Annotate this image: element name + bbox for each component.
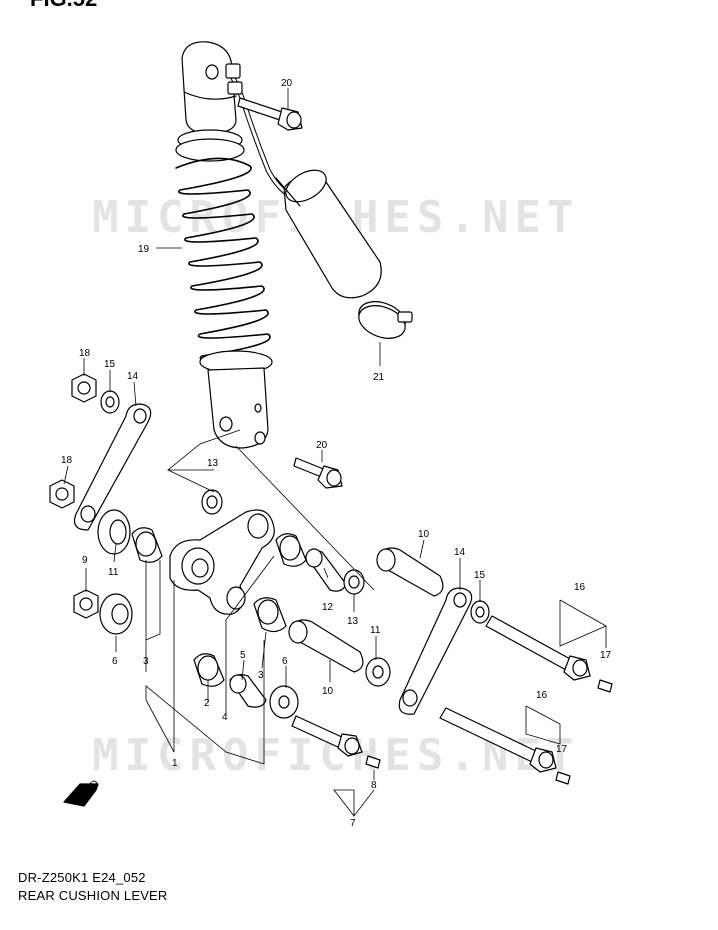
bolt-lower — [293, 457, 343, 489]
bolt-7 — [291, 715, 363, 757]
callout-15-left: 15 — [104, 359, 116, 370]
grease-nipple-17-lower — [555, 771, 571, 785]
callout-14-left: 14 — [127, 371, 139, 382]
callout-14-right: 14 — [454, 547, 466, 558]
callout-21: 21 — [373, 372, 385, 383]
left-nut-9 — [73, 589, 99, 619]
left-tie-rod — [73, 403, 152, 531]
bolt-16-lower — [439, 707, 557, 773]
callout-9: 9 — [82, 555, 88, 566]
callout-8: 8 — [371, 780, 377, 791]
callout-18-upper: 18 — [79, 348, 91, 359]
callout-7: 7 — [350, 818, 356, 829]
callout-18-lower: 18 — [61, 455, 73, 466]
callout-15-right: 15 — [474, 570, 486, 581]
left-seal-6 — [99, 593, 133, 635]
seal-11 — [365, 657, 391, 687]
figure-title: FIG.52 — [30, 0, 97, 12]
spacer-10-lower — [288, 619, 364, 673]
grease-nipple-17-upper — [597, 679, 613, 693]
right-washer-15 — [470, 600, 490, 624]
left-nut-lower — [49, 479, 75, 509]
rear-shock-absorber — [175, 41, 382, 449]
bolt-16-upper — [485, 615, 591, 681]
bearing-3 — [253, 597, 287, 633]
callout-11-left: 11 — [108, 567, 119, 578]
callout-5: 5 — [240, 650, 246, 661]
callout-20-lower: 20 — [316, 440, 328, 451]
spacer-10-upper — [376, 547, 444, 597]
washer-13-upper — [201, 489, 223, 515]
callout-1: 1 — [172, 758, 178, 769]
right-tie-rod — [398, 587, 473, 715]
left-bearing — [131, 527, 163, 563]
callout-20-upper: 20 — [281, 78, 293, 89]
seal-6-right — [269, 685, 299, 719]
callout-11-right: 11 — [370, 625, 381, 636]
callout-6-left: 6 — [112, 656, 118, 667]
left-oil-seal — [97, 509, 131, 555]
reservoir-clamp — [358, 301, 413, 339]
leader-lines — [63, 88, 607, 818]
callout-6-right: 6 — [282, 656, 288, 667]
spacer-12 — [305, 548, 347, 592]
bearing-2 — [193, 653, 225, 687]
grease-nipple-8 — [365, 755, 381, 769]
left-washer-upper — [100, 390, 120, 414]
callout-2: 2 — [204, 698, 210, 709]
figure-code: DR-Z250K1 E24_052 — [18, 870, 146, 885]
washer-13-lower — [343, 569, 365, 595]
cushion-lever — [169, 509, 275, 615]
callout-10-upper: 10 — [418, 529, 430, 540]
callout-3-left: 3 — [143, 656, 149, 667]
left-nut-upper — [71, 373, 97, 403]
callout-4: 4 — [222, 712, 228, 723]
bolt-upper — [237, 97, 303, 131]
spacer-5 — [229, 674, 267, 708]
callout-17-lower: 17 — [556, 744, 568, 755]
callout-labels: 20 19 21 18 15 14 20 13 18 9 11 6 3 10 1… — [61, 78, 612, 829]
callout-13-upper: 13 — [207, 458, 219, 469]
callout-19: 19 — [138, 244, 150, 255]
callout-16-upper: 16 — [574, 582, 586, 593]
callout-16-lower: 16 — [536, 690, 548, 701]
callout-10-lower: 10 — [322, 686, 334, 697]
callout-3-right: 3 — [258, 670, 264, 681]
figure-name: REAR CUSHION LEVER — [18, 888, 168, 903]
bearing-right — [275, 533, 307, 567]
callout-17-upper: 17 — [600, 650, 612, 661]
fwd-arrow-icon — [63, 783, 99, 807]
callout-13-lower: 13 — [347, 616, 359, 627]
callout-12: 12 — [322, 602, 334, 613]
